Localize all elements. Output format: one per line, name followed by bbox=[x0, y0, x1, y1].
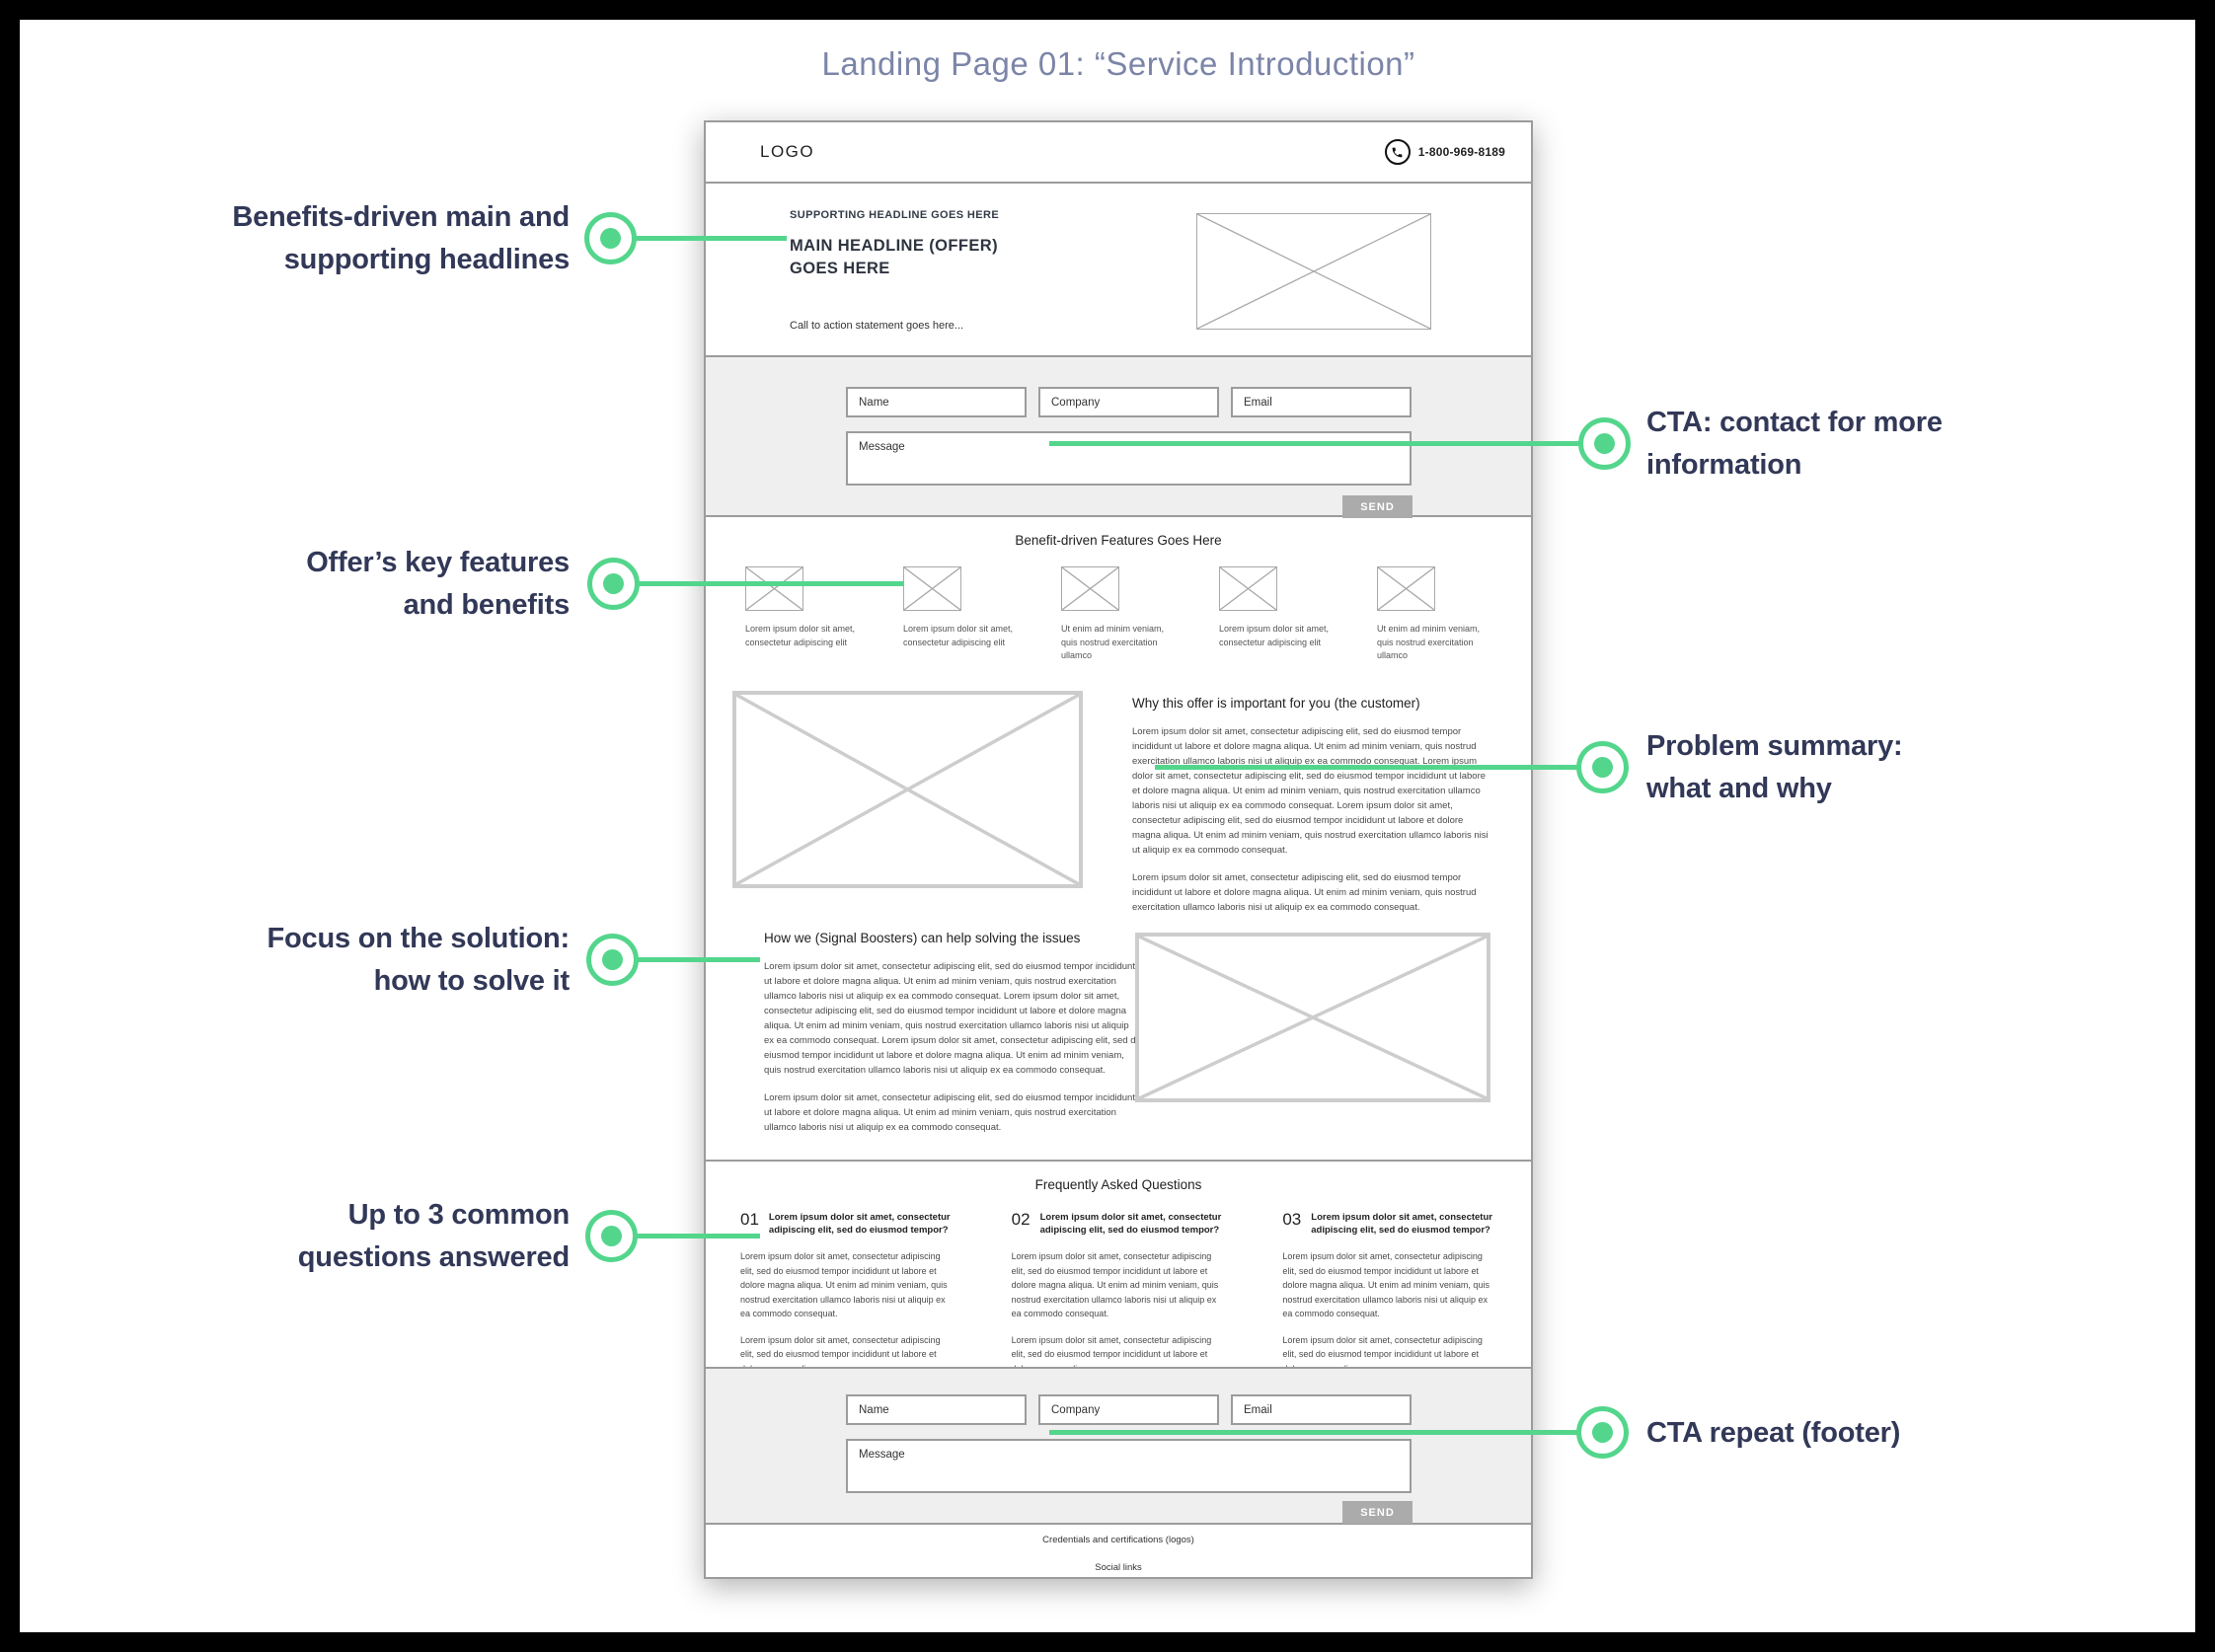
annotation-key-features: Offer’s key features and benefits bbox=[306, 547, 570, 621]
feature-caption: Lorem ipsum dolor sit amet, consectetur … bbox=[745, 624, 856, 647]
faq-number: 02 bbox=[1011, 1210, 1031, 1229]
faq-question: Lorem ipsum dolor sit amet, consectetur … bbox=[1039, 1212, 1222, 1236]
faq-question: Lorem ipsum dolor sit amet, consectetur … bbox=[768, 1212, 951, 1236]
feature-image-placeholder bbox=[745, 566, 803, 611]
faq-answer: Lorem ipsum dolor sit amet, consectetur … bbox=[1011, 1251, 1219, 1318]
annotation-cta-contact: CTA: contact for more information bbox=[1646, 407, 1943, 481]
phone-number: 1-800-969-8189 bbox=[1417, 145, 1505, 159]
annotation-problem-summary: Problem summary: what and why bbox=[1646, 730, 1903, 804]
connector-line bbox=[1049, 1430, 1579, 1435]
feature-image-placeholder bbox=[1377, 566, 1435, 611]
problem-section: Why this offer is important for you (the… bbox=[706, 686, 1531, 913]
feature-item: Ut enim ad minim veniam, quis nostrud ex… bbox=[1061, 566, 1182, 663]
phone-block: 1-800-969-8189 bbox=[1384, 139, 1505, 165]
email-input[interactable] bbox=[1231, 387, 1412, 417]
footer-credentials: Credentials and certifications (logos) bbox=[1042, 1535, 1194, 1545]
annotation-dot bbox=[1576, 741, 1629, 793]
problem-paragraph: Lorem ipsum dolor sit amet, consectetur … bbox=[1132, 726, 1489, 856]
name-input[interactable] bbox=[846, 1394, 1027, 1425]
main-headline-line1: MAIN HEADLINE (OFFER) bbox=[790, 237, 998, 255]
feature-image-placeholder bbox=[1061, 566, 1119, 611]
problem-image-placeholder bbox=[732, 691, 1083, 888]
features-heading: Benefit-driven Features Goes Here bbox=[1015, 533, 1222, 548]
feature-caption: Ut enim ad minim veniam, quis nostrud ex… bbox=[1377, 624, 1481, 660]
feature-item: Lorem ipsum dolor sit amet, consectetur … bbox=[1219, 566, 1339, 663]
faq-heading: Frequently Asked Questions bbox=[1034, 1177, 1202, 1192]
solution-paragraph: Lorem ipsum dolor sit amet, consectetur … bbox=[764, 961, 1141, 1076]
solution-heading: How we (Signal Boosters) can help solvin… bbox=[764, 931, 1081, 945]
feature-item: Ut enim ad minim veniam, quis nostrud ex… bbox=[1377, 566, 1497, 663]
feature-item: Lorem ipsum dolor sit amet, consectetur … bbox=[903, 566, 1024, 663]
message-input[interactable] bbox=[846, 1439, 1412, 1493]
annotation-dot bbox=[586, 934, 639, 986]
hero-image-placeholder bbox=[1196, 213, 1431, 330]
diagram-title: Landing Page 01: “Service Introduction” bbox=[821, 45, 1415, 82]
solution-section: How we (Signal Boosters) can help solvin… bbox=[706, 913, 1531, 1160]
cta-form-section-top: SEND bbox=[706, 355, 1531, 518]
annotation-cta-repeat: CTA repeat (footer) bbox=[1646, 1417, 1901, 1449]
supporting-headline: SUPPORTING HEADLINE GOES HERE bbox=[790, 209, 1000, 221]
connector-line bbox=[636, 581, 903, 586]
faq-item: 03 Lorem ipsum dolor sit amet, consectet… bbox=[1282, 1211, 1496, 1388]
footer-social-links: Social links bbox=[1095, 1562, 1142, 1573]
feature-item: Lorem ipsum dolor sit amet, consectetur … bbox=[745, 566, 866, 663]
name-input[interactable] bbox=[846, 387, 1027, 417]
features-section: Benefit-driven Features Goes Here Lorem … bbox=[706, 517, 1531, 686]
solution-paragraph: Lorem ipsum dolor sit amet, consectetur … bbox=[764, 1092, 1135, 1133]
feature-image-placeholder bbox=[1219, 566, 1277, 611]
send-button[interactable]: SEND bbox=[1342, 495, 1413, 518]
faq-answer: Lorem ipsum dolor sit amet, consectetur … bbox=[740, 1251, 948, 1318]
feature-caption: Lorem ipsum dolor sit amet, consectetur … bbox=[903, 624, 1014, 647]
annotation-dot bbox=[1578, 417, 1631, 470]
faq-number: 03 bbox=[1282, 1210, 1302, 1229]
problem-paragraph: Lorem ipsum dolor sit amet, consectetur … bbox=[1132, 872, 1477, 913]
logo: LOGO bbox=[760, 142, 815, 161]
message-input[interactable] bbox=[846, 431, 1412, 486]
annotation-common-questions: Up to 3 common questions answered bbox=[297, 1199, 570, 1273]
annotation-dot bbox=[585, 1210, 638, 1262]
faq-question: Lorem ipsum dolor sit amet, consectetur … bbox=[1311, 1212, 1492, 1236]
company-input[interactable] bbox=[1038, 387, 1219, 417]
canvas: Landing Page 01: “Service Introduction” … bbox=[20, 20, 2195, 1632]
features-row: Lorem ipsum dolor sit amet, consectetur … bbox=[745, 566, 1497, 663]
connector-line bbox=[633, 236, 787, 241]
faq-answer: Lorem ipsum dolor sit amet, consectetur … bbox=[1282, 1251, 1489, 1318]
wireframe-page: LOGO 1-800-969-8189 SUPPORTING HEADLINE … bbox=[704, 120, 1533, 1579]
feature-image-placeholder bbox=[903, 566, 961, 611]
faq-columns: 01 Lorem ipsum dolor sit amet, consectet… bbox=[740, 1211, 1496, 1388]
send-button[interactable]: SEND bbox=[1342, 1501, 1413, 1524]
annotation-dot bbox=[1576, 1406, 1629, 1459]
connector-line bbox=[1049, 441, 1579, 446]
main-headline-line2: GOES HERE bbox=[790, 260, 890, 277]
connector-line bbox=[635, 957, 760, 962]
annotation-solution-focus: Focus on the solution: how to solve it bbox=[267, 923, 570, 997]
faq-number: 01 bbox=[740, 1210, 759, 1229]
solution-text: How we (Signal Boosters) can help solvin… bbox=[764, 931, 1141, 1148]
hero-section: SUPPORTING HEADLINE GOES HERE MAIN HEADL… bbox=[706, 184, 1531, 355]
email-input[interactable] bbox=[1231, 1394, 1412, 1425]
feature-caption: Lorem ipsum dolor sit amet, consectetur … bbox=[1219, 624, 1330, 647]
faq-item: 01 Lorem ipsum dolor sit amet, consectet… bbox=[740, 1211, 955, 1388]
faq-section: Frequently Asked Questions 01 Lorem ipsu… bbox=[706, 1160, 1531, 1374]
feature-caption: Ut enim ad minim veniam, quis nostrud ex… bbox=[1061, 624, 1165, 660]
connector-line bbox=[634, 1234, 760, 1239]
solution-image-placeholder bbox=[1135, 933, 1490, 1102]
cta-form-section-footer: SEND bbox=[706, 1367, 1531, 1525]
faq-item: 02 Lorem ipsum dolor sit amet, consectet… bbox=[1012, 1211, 1226, 1388]
problem-text: Why this offer is important for you (the… bbox=[1132, 696, 1492, 928]
annotation-dot bbox=[584, 212, 637, 264]
wireframe-footer: Credentials and certifications (logos) S… bbox=[706, 1525, 1531, 1577]
cta-statement: Call to action statement goes here... bbox=[790, 320, 964, 332]
form-input-row bbox=[846, 1394, 1412, 1425]
annotation-dot bbox=[587, 558, 640, 610]
company-input[interactable] bbox=[1038, 1394, 1219, 1425]
phone-icon bbox=[1384, 139, 1411, 165]
connector-line bbox=[1155, 765, 1579, 770]
form-input-row bbox=[846, 387, 1412, 417]
main-headline: MAIN HEADLINE (OFFER) GOES HERE bbox=[790, 235, 998, 280]
wireframe-header: LOGO 1-800-969-8189 bbox=[706, 122, 1531, 184]
problem-heading: Why this offer is important for you (the… bbox=[1132, 696, 1420, 711]
annotation-headlines: Benefits-driven main and supporting head… bbox=[232, 201, 570, 275]
